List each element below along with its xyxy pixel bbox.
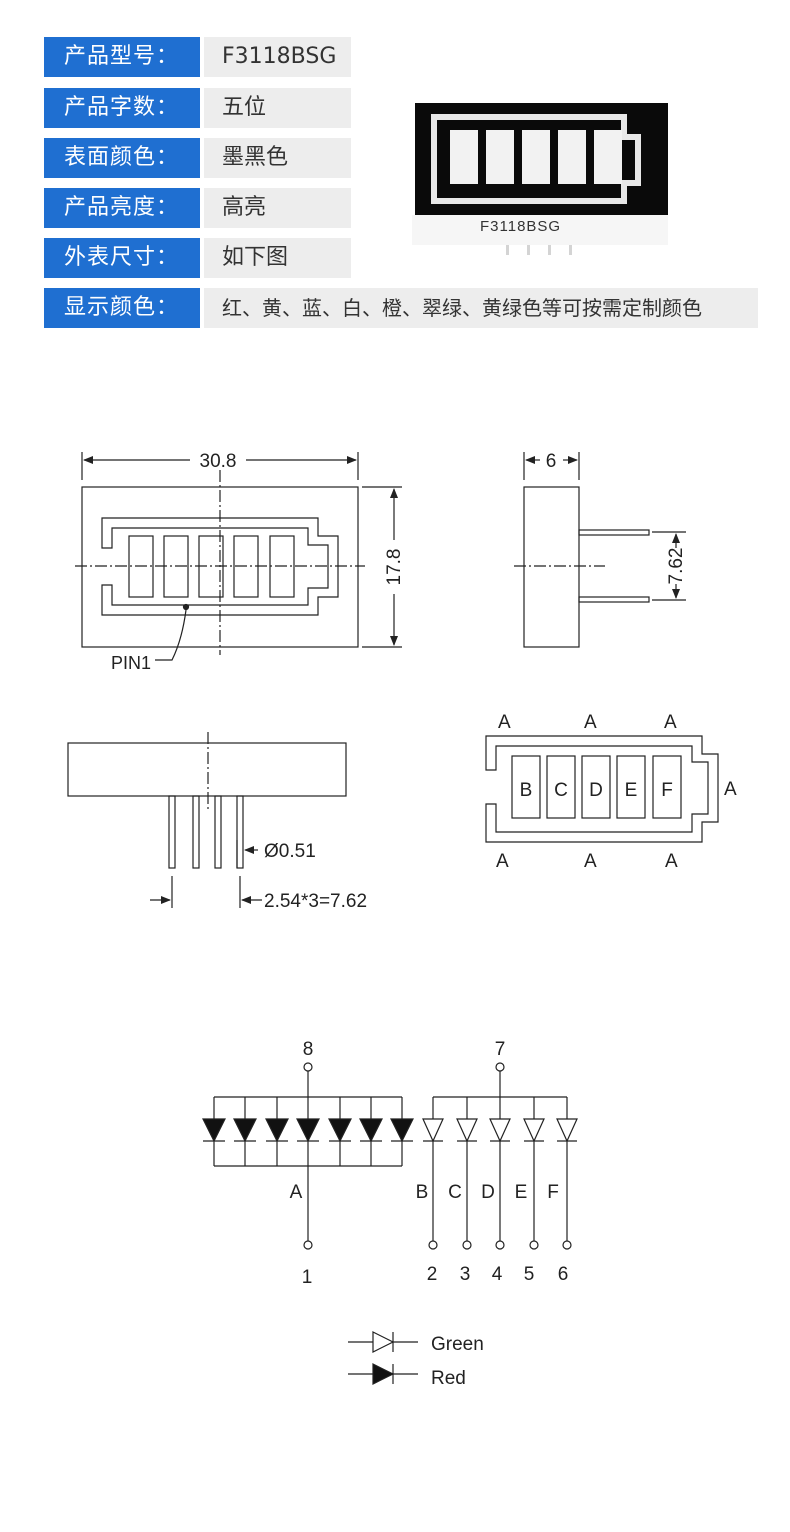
segment-label-e: E — [625, 780, 638, 801]
red-group-label: A — [290, 1182, 303, 1203]
segment-label-c: C — [554, 780, 568, 801]
segment-map — [485, 735, 719, 843]
spec-row-size: 外表尺寸： 如下图 — [44, 238, 351, 278]
legend — [348, 1331, 418, 1385]
spec-value: 如下图 — [204, 238, 351, 278]
pin-7-label: 7 — [495, 1039, 506, 1060]
spec-row-brightness: 产品亮度： 高亮 — [44, 188, 351, 228]
side-view — [514, 452, 686, 648]
spec-row-display-color: 显示颜色： 红、黄、蓝、白、橙、翠绿、黄绿色等可按需定制颜色 — [44, 288, 758, 328]
pin-3-label: 3 — [460, 1264, 471, 1285]
pin-view — [67, 732, 347, 908]
green-label-b: B — [416, 1182, 429, 1203]
green-label-e: E — [515, 1182, 528, 1203]
legend-red-label: Red — [431, 1368, 466, 1389]
green-diode-icon — [372, 1331, 395, 1353]
depth-dimension: 6 — [546, 451, 557, 472]
spec-label: 产品字数： — [44, 88, 200, 128]
segment-label-f: F — [661, 780, 673, 801]
spec-row-model: 产品型号： F3118BSG — [44, 37, 351, 77]
front-view — [75, 452, 402, 661]
segment-label-a: A — [664, 712, 677, 733]
spec-value: 高亮 — [204, 188, 351, 228]
spec-value: F3118BSG — [204, 37, 351, 77]
spec-row-surface-color: 表面颜色： 墨黑色 — [44, 138, 351, 178]
circuit-diagram — [202, 1062, 578, 1250]
green-label-f: F — [547, 1182, 559, 1203]
photo-part-number: F3118BSG — [480, 218, 561, 235]
pin-6-label: 6 — [558, 1264, 569, 1285]
spec-label: 显示颜色： — [44, 288, 200, 328]
spec-value: 五位 — [204, 88, 351, 128]
segment-label-a: A — [496, 851, 509, 872]
spec-label: 外表尺寸： — [44, 238, 200, 278]
pin-2-label: 2 — [427, 1264, 438, 1285]
segment-label-a: A — [724, 779, 737, 800]
spec-label: 产品亮度： — [44, 188, 200, 228]
product-photo: F3118BSG — [412, 103, 668, 255]
pin-diameter: Ø0.51 — [264, 841, 316, 862]
green-label-c: C — [448, 1182, 462, 1203]
spec-label: 表面颜色： — [44, 138, 200, 178]
segment-label-b: B — [520, 780, 533, 801]
height-dimension: 17.8 — [384, 549, 405, 586]
green-label-d: D — [481, 1182, 495, 1203]
segment-label-a: A — [584, 851, 597, 872]
pin1-label: PIN1 — [111, 653, 151, 673]
red-diode-icon — [372, 1363, 395, 1385]
legend-green-label: Green — [431, 1334, 484, 1355]
pin-8-label: 8 — [303, 1039, 314, 1060]
pin-row-spacing: 7.62 — [666, 548, 687, 585]
segment-label-d: D — [589, 780, 603, 801]
spec-value: 墨黑色 — [204, 138, 351, 178]
segment-label-a: A — [584, 712, 597, 733]
spec-row-digits: 产品字数： 五位 — [44, 88, 351, 128]
segment-label-a: A — [665, 851, 678, 872]
pin-pitch: 2.54*3=7.62 — [264, 891, 367, 912]
spec-label: 产品型号： — [44, 37, 200, 77]
spec-value: 红、黄、蓝、白、橙、翠绿、黄绿色等可按需定制颜色 — [204, 288, 758, 328]
pin-5-label: 5 — [524, 1264, 535, 1285]
width-dimension: 30.8 — [200, 451, 237, 472]
pin-4-label: 4 — [492, 1264, 503, 1285]
pin-1-label: 1 — [302, 1267, 313, 1288]
segment-label-a: A — [498, 712, 511, 733]
